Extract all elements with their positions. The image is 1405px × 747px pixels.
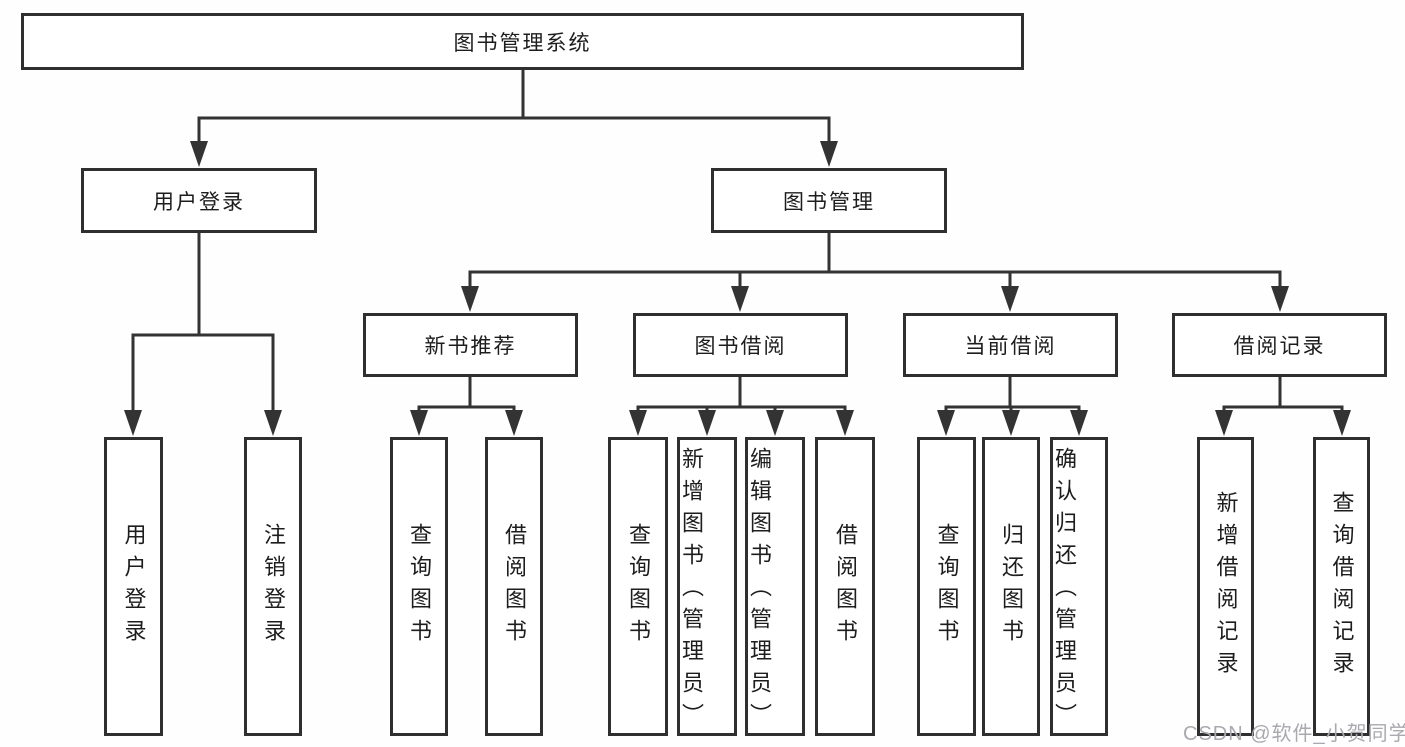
leaf-borrow-books-recommend: 借阅图书 xyxy=(485,437,543,736)
leaf-add-borrow-record-label: 新增借阅记录 xyxy=(1213,490,1239,683)
node-book-borrow-label: 图书借阅 xyxy=(694,335,787,358)
leaf-query-books-recommend: 查询图书 xyxy=(390,437,448,736)
leaf-borrow-books: 借阅图书 xyxy=(815,437,875,736)
leaf-query-books-current-label: 查询图书 xyxy=(934,522,960,651)
leaf-edit-book-admin: 编辑图书（管理员） xyxy=(745,437,805,736)
csdn-watermark: CSDN @软件_小贺同学 xyxy=(1183,723,1405,745)
leaf-logout: 注销登录 xyxy=(244,437,302,736)
leaf-logout-label: 注销登录 xyxy=(261,522,286,651)
leaf-user-login-label: 用户登录 xyxy=(121,522,147,651)
leaf-user-login: 用户登录 xyxy=(104,437,163,736)
node-book-borrow: 图书借阅 xyxy=(633,313,848,377)
leaf-borrow-books-label: 借阅图书 xyxy=(833,522,858,651)
leaf-confirm-return-admin-label: 确认归还（管理员） xyxy=(1052,447,1077,735)
node-user-login-label: 用户登录 xyxy=(153,190,245,214)
node-borrow-records: 借阅记录 xyxy=(1172,313,1387,377)
node-new-book-recommend: 新书推荐 xyxy=(363,313,578,377)
node-root: 图书管理系统 xyxy=(21,13,1024,70)
node-new-book-recommend-label: 新书推荐 xyxy=(424,335,517,358)
leaf-return-book: 归还图书 xyxy=(982,437,1040,736)
node-user-login: 用户登录 xyxy=(81,168,317,233)
leaf-query-borrow-record: 查询借阅记录 xyxy=(1313,437,1370,736)
node-current-borrow: 当前借阅 xyxy=(903,313,1118,377)
leaf-query-books-recommend-label: 查询图书 xyxy=(407,522,432,651)
leaf-return-book-label: 归还图书 xyxy=(999,522,1024,651)
leaf-query-books-current: 查询图书 xyxy=(917,437,976,736)
node-book-management: 图书管理 xyxy=(711,168,947,233)
leaf-add-book-admin: 新增图书（管理员） xyxy=(677,437,737,736)
node-current-borrow-label: 当前借阅 xyxy=(964,335,1057,358)
leaf-query-books-borrow-label: 查询图书 xyxy=(626,522,651,651)
leaf-edit-book-admin-label: 编辑图书（管理员） xyxy=(747,447,772,735)
leaf-add-borrow-record: 新增借阅记录 xyxy=(1197,437,1254,736)
leaf-query-books-borrow: 查询图书 xyxy=(608,437,668,736)
node-book-management-label: 图书管理 xyxy=(783,190,875,214)
leaf-confirm-return-admin: 确认归还（管理员） xyxy=(1050,437,1108,736)
node-borrow-records-label: 借阅记录 xyxy=(1233,335,1326,358)
leaf-query-borrow-record-label: 查询借阅记录 xyxy=(1329,490,1355,683)
leaf-add-book-admin-label: 新增图书（管理员） xyxy=(679,447,704,735)
node-root-label: 图书管理系统 xyxy=(453,31,592,55)
leaf-borrow-books-recommend-label: 借阅图书 xyxy=(502,522,527,651)
